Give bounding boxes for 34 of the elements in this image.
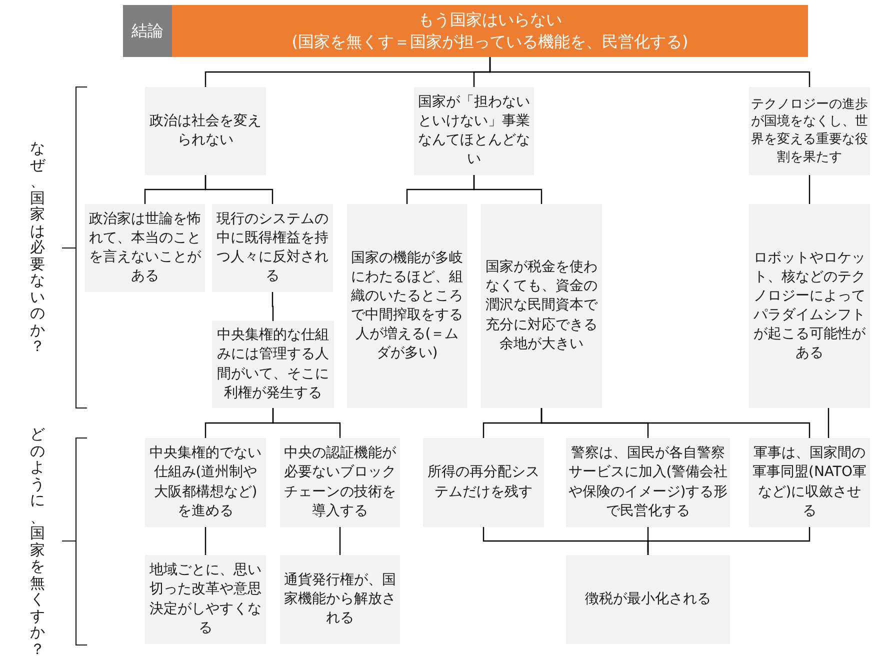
- connector-line: [204, 175, 274, 204]
- statement-box: 中央集権的でない仕組み(道州制や大阪都構想など)を進める: [145, 438, 266, 527]
- statement-box: 国家が税金を使わなくても、資金の潤沢な民間資本で充分に対応できる余地が大きい: [481, 204, 602, 408]
- connector-line: [272, 408, 341, 438]
- vertical-label: なぜ、国家は必要ないのか？: [29, 140, 46, 354]
- heading-text: もう国家はいらない: [418, 9, 562, 31]
- statement-box: テクノロジーの進歩が国境をなくし、世界を変える重要な役割を果たす: [749, 87, 870, 175]
- connector-line: [647, 527, 810, 555]
- connector-line: [808, 175, 810, 204]
- statement-box: 警察は、国民が各自警察サービスに加入(警備会社や保険のイメージ)する形で民営化する: [566, 438, 730, 527]
- connector-line: [204, 527, 206, 555]
- connector-line: [540, 408, 810, 438]
- connector-line: [272, 292, 274, 321]
- statement-box: 中央集権的な仕組みには管理する人間がいて、そこに利権が発生する: [212, 321, 334, 408]
- conclusion-banner: [172, 5, 808, 57]
- statement-box: 中央の認証機能が必要ないブロックチェーンの技術を導入する: [280, 438, 400, 527]
- vertical-label: どのように、国家を無くすか？: [29, 426, 46, 657]
- statement-box: 地域ごとに、思い切った改革や意思決定がしやすくなる: [145, 555, 266, 644]
- statement-box: 現行のシステムの中に既得権益を持つ人々に反対される: [212, 204, 333, 292]
- connector-line: [828, 408, 830, 438]
- statement-box: 政治は社会を変えられない: [145, 87, 266, 175]
- statement-box: ロボットやロケット、核などのテクノロジーによってパラダイムシフトが起こる可能性がある: [749, 204, 870, 408]
- connector-line: [339, 527, 341, 555]
- connector-line: [473, 175, 542, 204]
- statement-box: 軍事は、国家間の軍事同盟(NATO軍など)に収斂させる: [749, 438, 870, 527]
- statement-box: 国家の機能が多岐にわたるほど、組織のいたるところで中間搾取をする人が増える(＝ムダが多い): [347, 204, 467, 408]
- statement-box: 通貨発行権が、国家機能から解放される: [280, 555, 400, 644]
- statement-box: 国家が「担わないといけない」事業なんてほとんどない: [414, 87, 534, 175]
- statement-box: 所得の再分配システムだけを残す: [423, 438, 544, 527]
- body-text: (国家を無くす＝国家が担っている機能を、民営化する): [292, 31, 688, 53]
- statement-box: 徴税が最小化される: [566, 555, 730, 644]
- connector-line: [489, 57, 810, 87]
- section-tag: 結論: [123, 5, 172, 57]
- statement-box: 政治家は世論を怖れて、本当のことを言えないことがある: [85, 204, 205, 292]
